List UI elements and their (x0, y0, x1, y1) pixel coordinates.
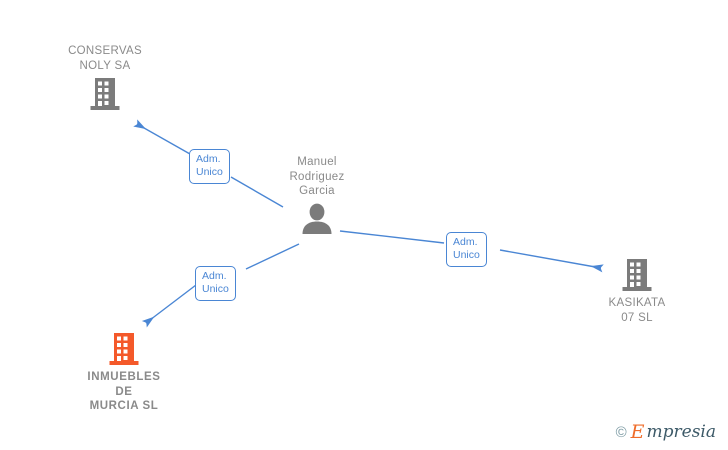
empresia-watermark: © E mpresia (616, 423, 716, 442)
node-kasikata-07-sl[interactable]: KASIKATA 07 SL (562, 258, 712, 325)
node-label-conservas-noly-sa: CONSERVAS NOLY SA (68, 45, 142, 72)
edge-label-manuel-kasikata[interactable]: Adm. Unico (446, 232, 487, 267)
building-icon (90, 78, 120, 110)
node-label-kasikata-07-sl: KASIKATA 07 SL (608, 297, 666, 324)
edge-manuel-conservas[interactable] (133, 119, 284, 208)
copyright-icon: © (615, 424, 627, 441)
person-icon (302, 203, 332, 234)
brand-name: mpresia (646, 422, 717, 442)
edge-manuel-kasikata[interactable] (339, 230, 604, 273)
node-manuel-rodriguez-garcia[interactable]: Manuel Rodriguez Garcia (242, 155, 392, 235)
node-label-inmuebles-de-murcia-sl: INMUEBLES DE MURCIA SL (87, 371, 161, 412)
building-icon (622, 259, 652, 291)
edge-label-manuel-conservas[interactable]: Adm. Unico (189, 149, 230, 184)
node-conservas-noly-sa[interactable]: CONSERVAS NOLY SA (30, 44, 180, 111)
edge-manuel-inmuebles[interactable] (141, 243, 300, 328)
node-inmuebles-de-murcia-sl[interactable]: INMUEBLES DE MURCIA SL (49, 332, 199, 414)
edge-label-manuel-inmuebles[interactable]: Adm. Unico (195, 266, 236, 301)
node-label-manuel-rodriguez-garcia: Manuel Rodriguez Garcia (289, 156, 345, 197)
brand-initial: E (630, 421, 645, 443)
building-icon (109, 333, 139, 365)
